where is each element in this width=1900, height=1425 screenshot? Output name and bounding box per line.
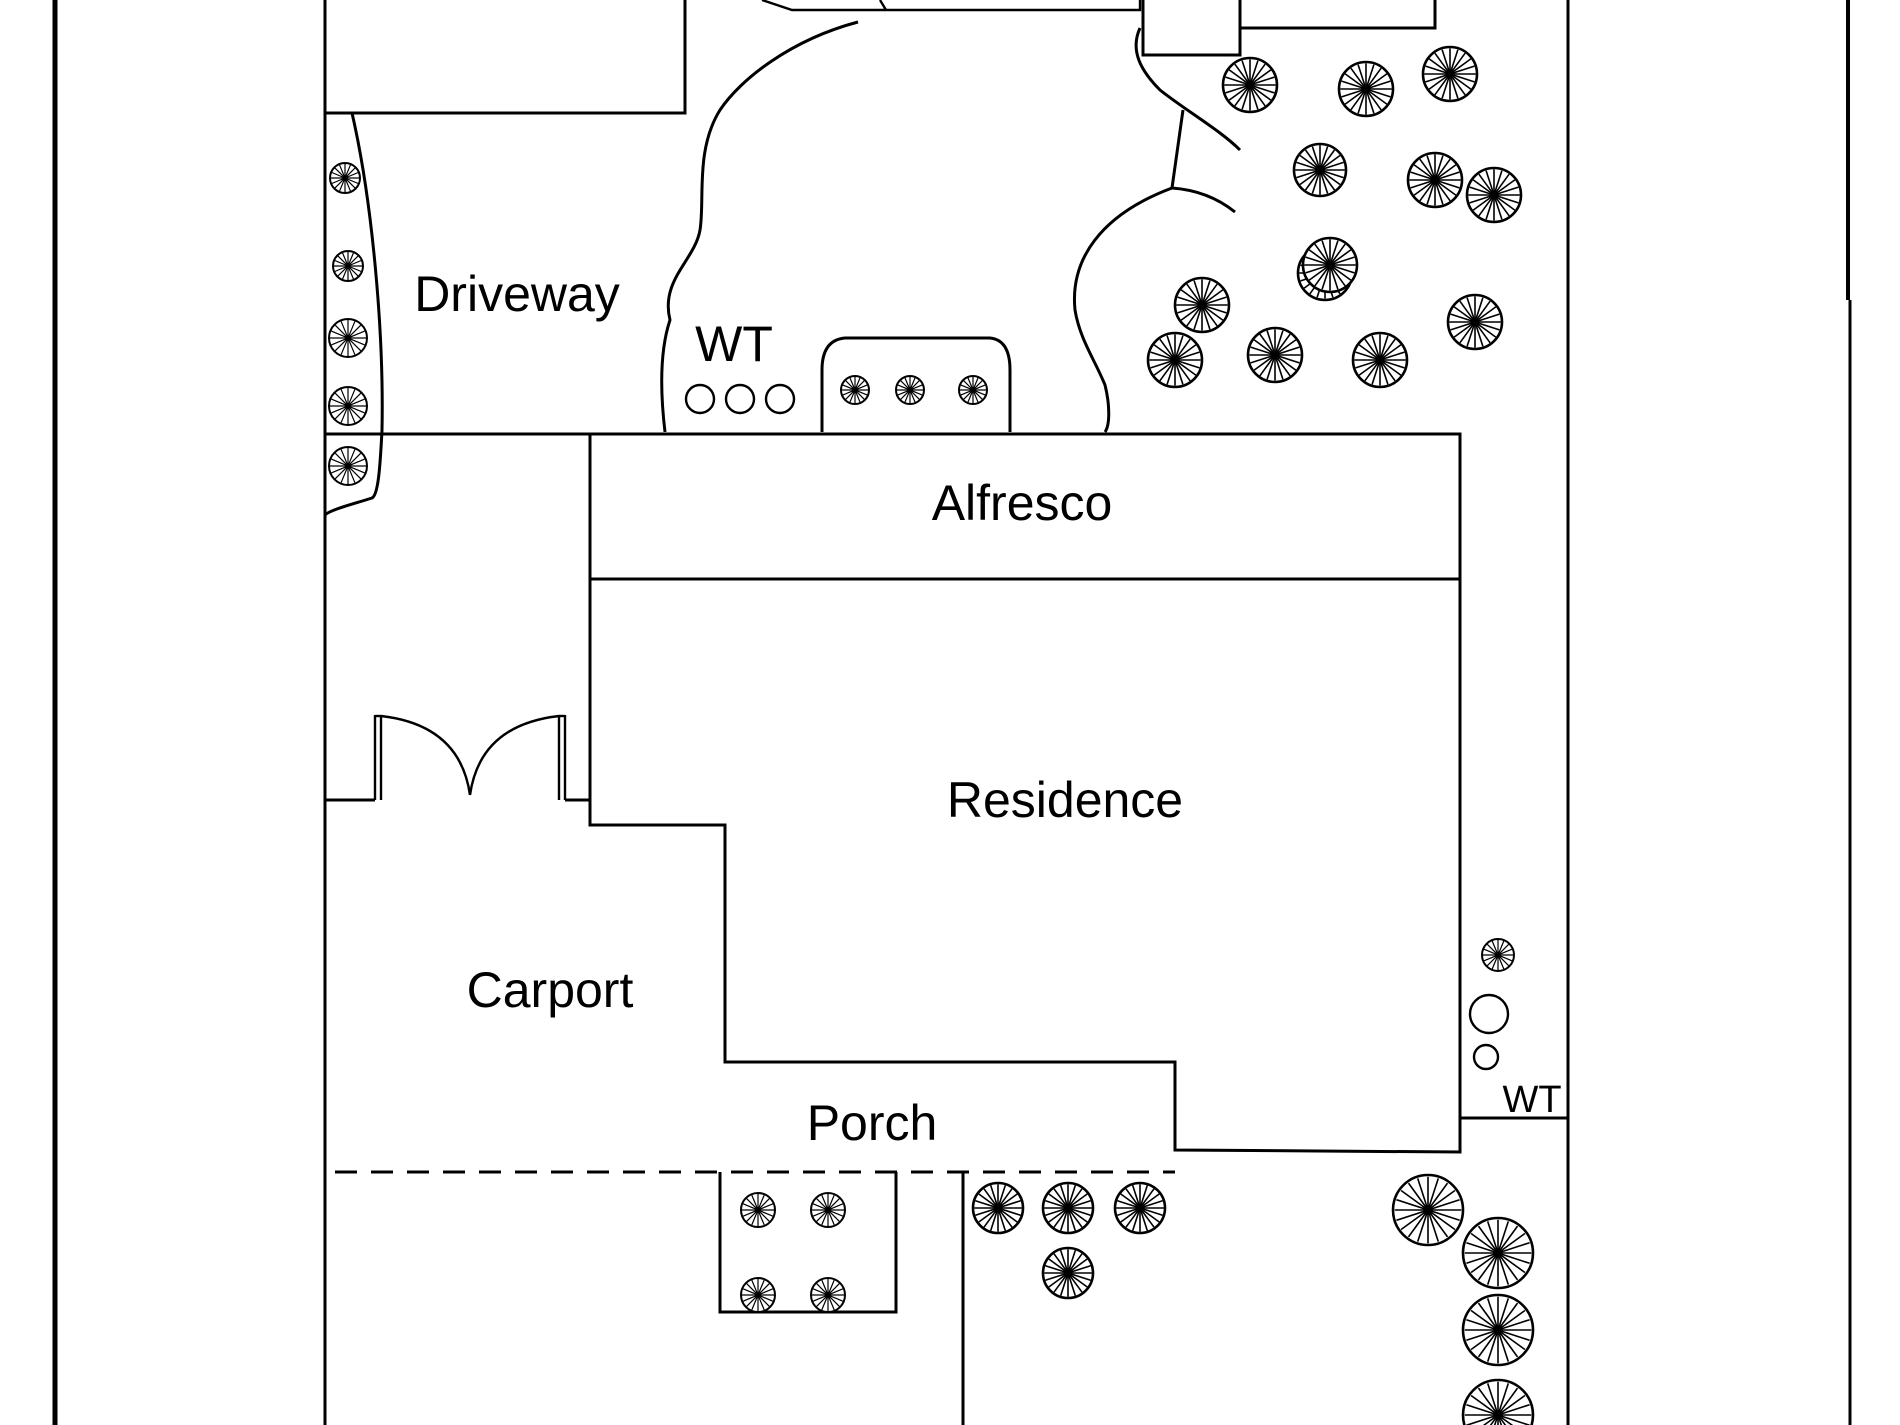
planter-box (820, 336, 1012, 432)
water-tank-icon (684, 383, 796, 415)
alfresco-area (588, 432, 1462, 581)
trees (328, 45, 1535, 1425)
tree-icon (332, 250, 364, 282)
tree-icon (1406, 151, 1464, 209)
tree-icon (971, 1181, 1025, 1235)
tree-icon (1337, 60, 1395, 118)
tree-icon (740, 1277, 776, 1313)
tree-icon (1481, 938, 1515, 972)
tree-icon (1421, 45, 1479, 103)
tree-icon (1465, 166, 1523, 224)
carport-outline (325, 432, 1175, 1174)
tree-icon (1146, 331, 1204, 389)
porch-label: Porch (807, 1095, 938, 1151)
tree-icon (810, 1277, 846, 1313)
residence-building (588, 579, 1462, 1154)
water-tank-icon (1468, 993, 1510, 1071)
tree-icon (958, 375, 988, 405)
water-tank-label-right: WT (1502, 1079, 1561, 1121)
tree-icon (840, 375, 870, 405)
top-structures (325, 0, 1437, 115)
driveway-label: Driveway (414, 266, 620, 322)
central-garden-bed (660, 20, 1242, 433)
tree-icon (1461, 1216, 1535, 1290)
tree-icon (1173, 276, 1231, 334)
tree-icon (328, 318, 368, 358)
tree-icon (1041, 1246, 1095, 1300)
tree-icon (1391, 1173, 1465, 1247)
tree-icon (1292, 142, 1348, 198)
residence-label: Residence (947, 772, 1183, 828)
tree-icon (1351, 331, 1409, 389)
front-planter (718, 1172, 965, 1425)
water-tank-label: WT (695, 316, 773, 372)
driveway-garden-bed (323, 112, 384, 517)
tree-icon (328, 446, 368, 486)
tree-icon (1301, 236, 1359, 294)
tree-icon (1221, 56, 1279, 114)
alfresco-label: Alfresco (932, 475, 1113, 531)
tree-icon (1461, 1378, 1535, 1425)
tree-icon (1113, 1181, 1167, 1235)
tree-icon (1446, 293, 1504, 351)
tree-icon (810, 1192, 846, 1228)
tree-icon (1461, 1293, 1535, 1367)
carport-label: Carport (467, 962, 634, 1018)
property-boundary (52, 0, 1852, 1425)
tree-icon (328, 386, 368, 426)
tree-icon (895, 375, 925, 405)
tree-icon (1041, 1181, 1095, 1235)
tree-icon (740, 1192, 776, 1228)
double-gate-icon (373, 714, 567, 800)
tree-icon (1246, 326, 1304, 384)
tree-icon (329, 162, 361, 194)
